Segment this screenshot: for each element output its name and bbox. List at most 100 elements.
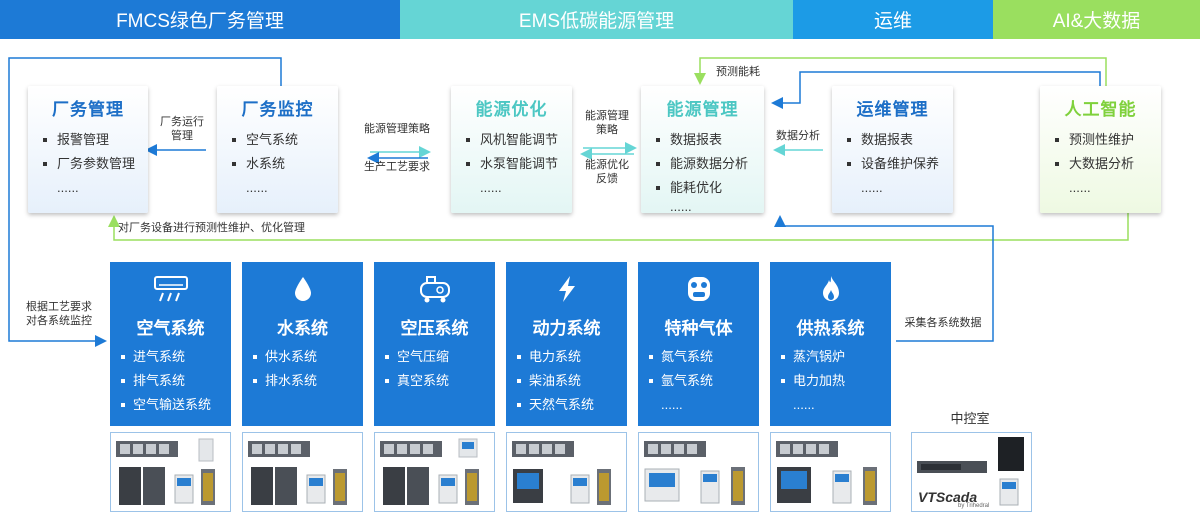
system-title: 特种气体 <box>664 319 733 338</box>
water-drop-icon <box>242 274 363 304</box>
label-plant-run-mgmt: 厂务运行 管理 <box>152 115 212 143</box>
module-title: 能源优化 <box>475 100 548 119</box>
module-title: 人工智能 <box>1064 100 1137 119</box>
module-item: ...... <box>1069 180 1091 195</box>
air-conditioner-icon <box>110 274 231 304</box>
module-title: 能源管理 <box>666 100 739 119</box>
control-room-title: 中控室 <box>950 411 990 426</box>
system-item: 排水系统 <box>253 369 317 393</box>
module-item: 预测性维护 <box>1055 128 1161 152</box>
module-item: 数据报表 <box>656 128 764 152</box>
flame-icon <box>770 274 891 304</box>
system-item: 排气系统 <box>121 369 211 393</box>
module-item: 报警管理 <box>43 128 148 152</box>
device-box-power <box>506 432 627 512</box>
label-line: 反馈 <box>596 173 618 185</box>
hardware-devices-icon <box>380 438 479 505</box>
device-box-water <box>242 432 363 512</box>
label-predictive-maintenance: 对厂务设备进行预测性维护、优化管理 <box>118 222 305 234</box>
label-line: 管理 <box>171 130 193 142</box>
system-title: 供热系统 <box>796 319 865 338</box>
module-item: 大数据分析 <box>1055 152 1161 176</box>
system-item: 进气系统 <box>121 345 211 369</box>
label-line: 能源优化 <box>585 159 629 171</box>
system-title: 水系统 <box>277 319 328 338</box>
header-ai: AI&大数据 <box>993 0 1200 39</box>
system-item: 氮气系统 <box>649 345 713 369</box>
label-energy-strategy: 能源管理策略 <box>364 123 430 135</box>
hardware-devices-icon <box>644 441 745 505</box>
module-item: ...... <box>670 199 692 214</box>
label-line: 策略 <box>596 124 618 136</box>
module-item: 空气系统 <box>232 128 338 152</box>
module-energy-optimization: 能源优化 风机智能调节 水泵智能调节 ...... <box>451 86 572 213</box>
system-special-gas: 特种气体 氮气系统 氩气系统 ...... <box>638 262 759 426</box>
module-plant-management: 厂务管理 报警管理 厂务参数管理 ...... <box>28 86 148 213</box>
label-process-monitor: 根据工艺要求 对各系统监控 <box>15 300 103 328</box>
label-predict-energy: 预测能耗 <box>716 66 760 78</box>
system-water: 水系统 供水系统 排水系统 <box>242 262 363 426</box>
module-ops-management: 运维管理 数据报表 设备维护保养 ...... <box>832 86 953 213</box>
vtscada-logo: VTScada <box>918 489 978 505</box>
header-ems: EMS低碳能源管理 <box>400 0 793 39</box>
vtscada-logo-sub: by Trihedral <box>958 503 990 509</box>
system-air: 空气系统 进气系统 排气系统 空气输送系统 <box>110 262 231 426</box>
system-item: 电力系统 <box>517 345 594 369</box>
label-line: 厂务运行 <box>160 116 204 128</box>
hardware-devices-icon <box>512 441 611 505</box>
module-item: ...... <box>57 180 79 195</box>
air-compressor-icon <box>374 274 495 304</box>
lightning-icon <box>506 274 627 304</box>
system-power: 动力系统 电力系统 柴油系统 天然气系统 <box>506 262 627 426</box>
module-item: 水系统 <box>232 152 338 176</box>
system-item: 电力加热 <box>781 369 845 393</box>
system-compressed-air: 空压系统 空气压缩 真空系统 <box>374 262 495 426</box>
module-item: ...... <box>861 180 883 195</box>
system-item: 供水系统 <box>253 345 317 369</box>
hardware-devices-icon <box>248 441 347 505</box>
system-item: 氩气系统 <box>649 369 713 393</box>
gas-mask-icon <box>638 274 759 304</box>
module-plant-monitoring: 厂务监控 空气系统 水系统 ...... <box>217 86 338 213</box>
module-title: 厂务管理 <box>52 100 124 119</box>
module-item: 能源数据分析 <box>656 152 764 176</box>
device-box-special-gas <box>638 432 759 512</box>
module-title: 运维管理 <box>856 100 929 119</box>
module-energy-management: 能源管理 数据报表 能源数据分析 能耗优化 ...... <box>641 86 764 214</box>
device-box-heating <box>770 432 891 512</box>
system-title: 动力系统 <box>532 319 601 338</box>
system-title: 空气系统 <box>136 319 205 338</box>
system-item: ...... <box>661 397 683 412</box>
module-item: 数据报表 <box>847 128 953 152</box>
label-process-requirement: 生产工艺要求 <box>364 161 430 173</box>
label-line: 能源管理 <box>585 110 629 122</box>
label-data-analysis: 数据分析 <box>776 130 820 142</box>
module-item: 风机智能调节 <box>466 128 572 152</box>
module-item: 能耗优化 <box>656 176 764 200</box>
system-item: ...... <box>793 397 815 412</box>
system-item: 天然气系统 <box>517 393 594 417</box>
module-title: 厂务监控 <box>241 100 314 119</box>
system-heating: 供热系统 蒸汽锅炉 电力加热 ...... <box>770 262 891 426</box>
label-ems-strategy: 能源管理 策略 <box>576 109 638 137</box>
hardware-devices-icon <box>776 441 877 505</box>
system-item: 空气输送系统 <box>121 393 211 417</box>
module-item: ...... <box>246 180 268 195</box>
server-hardware-icon <box>917 437 1024 506</box>
module-ai: 人工智能 预测性维护 大数据分析 ...... <box>1040 86 1161 213</box>
header-fmcs: FMCS绿色厂务管理 <box>0 0 400 39</box>
system-item: 空气压缩 <box>385 345 449 369</box>
hardware-devices-icon <box>116 438 215 505</box>
label-optimize-feedback: 能源优化 反馈 <box>576 158 638 186</box>
system-item: 蒸汽锅炉 <box>781 345 845 369</box>
system-item: 真空系统 <box>385 369 449 393</box>
device-box-control-room: VTScada by Trihedral <box>911 432 1032 512</box>
module-item: 水泵智能调节 <box>466 152 572 176</box>
module-item: ...... <box>480 180 502 195</box>
module-item: 设备维护保养 <box>847 152 953 176</box>
label-line: 根据工艺要求 <box>26 301 92 313</box>
system-item: 柴油系统 <box>517 369 594 393</box>
module-item: 厂务参数管理 <box>43 152 148 176</box>
label-line: 对各系统监控 <box>26 315 92 327</box>
